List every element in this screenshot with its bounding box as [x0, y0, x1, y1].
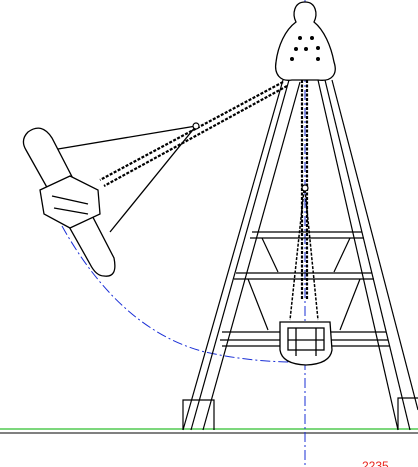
a-frame-legs [182, 79, 418, 431]
top-bracket [274, 1, 336, 81]
swing-seat-rest [279, 321, 333, 366]
swing-arc [61, 225, 306, 363]
swung-chain [51, 81, 288, 233]
hanging-chain [289, 80, 319, 321]
swung-chain-joint [192, 122, 200, 130]
chain-joint [301, 184, 309, 192]
dimension-label: 2235 [362, 459, 389, 467]
ground-line [0, 428, 418, 434]
swing-seat-swung [22, 127, 116, 277]
